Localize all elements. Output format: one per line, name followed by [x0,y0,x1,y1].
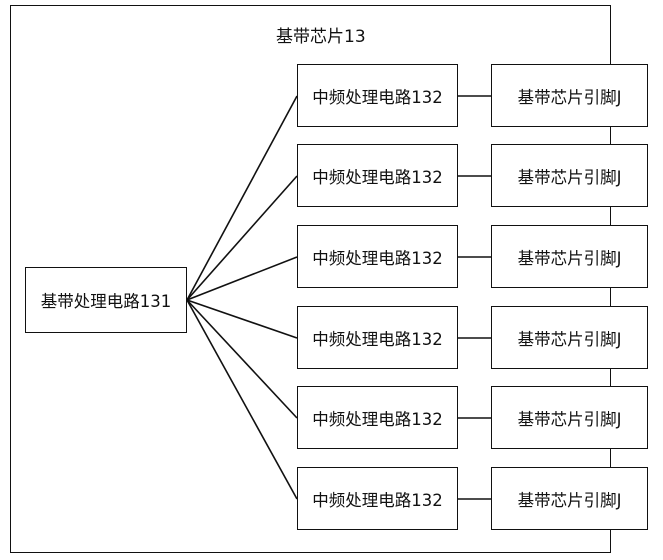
if-processing-circuit: 中频处理电路132 [297,64,458,127]
if-processing-circuit: 中频处理电路132 [297,144,458,207]
if-processing-circuit: 中频处理电路132 [297,386,458,449]
chip-title: 基带芯片13 [276,27,366,47]
chip-pin: 基带芯片引脚J [491,467,648,530]
fanout-line-3 [186,256,298,301]
chip-pin: 基带芯片引脚J [491,306,648,369]
baseband-processing-circuit: 基带处理电路131 [25,267,187,333]
chip-pin: 基带芯片引脚J [491,386,648,449]
fanout-line-4 [186,299,298,339]
fanout-line-6 [186,299,298,500]
chip-pin: 基带芯片引脚J [491,225,648,288]
chip-pin: 基带芯片引脚J [491,64,648,127]
chip-pin: 基带芯片引脚J [491,144,648,207]
if-processing-circuit: 中频处理电路132 [297,306,458,369]
fanout-line-1 [186,95,298,301]
fanout-line-5 [186,299,298,419]
fanout-line-2 [186,175,298,301]
if-processing-circuit: 中频处理电路132 [297,467,458,530]
if-processing-circuit: 中频处理电路132 [297,225,458,288]
